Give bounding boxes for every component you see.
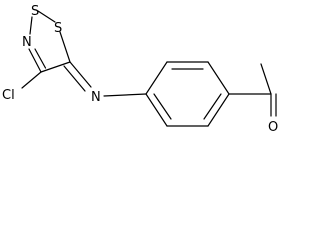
bond-c5-n-imine [69, 61, 92, 88]
structure-canvas: S S N Cl N O [2, 4, 279, 135]
bond-ar-6 [145, 93, 168, 127]
atom-label-s1: S [31, 4, 39, 19]
atom-label-o: O [268, 120, 278, 135]
bond-s2-c5 [59, 31, 71, 63]
bond-ar-inner-3 [153, 93, 172, 120]
bond-ar-4 [207, 93, 230, 127]
atom-label-n-imine: N [91, 90, 101, 105]
bond-c4-n-ring-double [34, 48, 47, 69]
bond-n-imine-aryl [103, 93, 147, 97]
atom-label-n-ring: N [22, 35, 32, 50]
atom-label-cl: Cl [2, 88, 15, 103]
bond-c4-n-ring [28, 48, 42, 73]
bond-c5-c4 [40, 61, 71, 73]
bond-ar-3 [207, 61, 230, 95]
bond-n-ring-s1 [29, 16, 33, 35]
bond-ar-1 [145, 61, 168, 95]
bond-s1-s2 [37, 10, 56, 23]
bond-carbonyl-methyl [260, 63, 272, 95]
atom-label-s2: S [54, 21, 62, 36]
bond-c5-n-imine-double [63, 65, 86, 92]
bond-c4-cl [21, 71, 42, 89]
bond-ar-inner-2 [203, 93, 222, 120]
molecule-diagram: S S N Cl N O [2, 4, 278, 135]
